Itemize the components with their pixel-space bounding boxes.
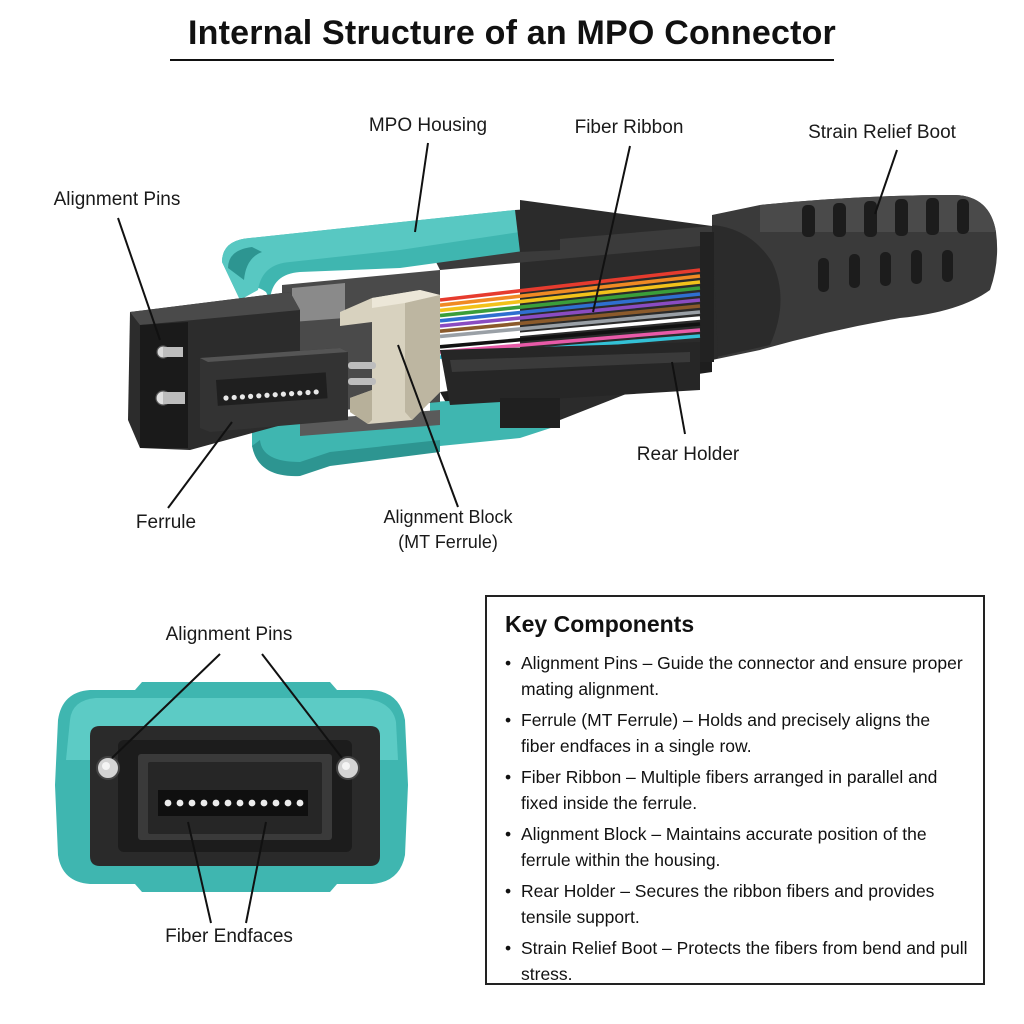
- ferrule-fiber-dot: [289, 391, 295, 397]
- guide-pins-rear: [348, 362, 376, 385]
- ribbon-fiber: [439, 322, 701, 349]
- front-fiber-endfaces: [164, 799, 304, 807]
- front-alignment-pin-right: [336, 756, 360, 780]
- key-components-list: Alignment Pins – Guide the connector and…: [505, 650, 969, 987]
- fiber-endface: [272, 799, 280, 807]
- ribbon-fiber: [439, 310, 701, 339]
- strain-relief-boot: [712, 195, 998, 360]
- cutaway-view: MPO Housing Fiber Ribbon Strain Relief B…: [54, 115, 998, 552]
- key-components-box: Key Components Alignment Pins – Guide th…: [485, 595, 985, 985]
- alignment-pin-top: [156, 345, 183, 359]
- fiber-endface: [224, 799, 232, 807]
- ferrule-fiber-dot: [231, 394, 237, 401]
- ribbon-fiber: [439, 316, 701, 344]
- ferrule-fiber-dot: [248, 393, 254, 399]
- label-alignment-block-sub: (MT Ferrule): [398, 532, 498, 552]
- ribbon-fiber: [439, 268, 701, 302]
- label-rear-holder: Rear Holder: [637, 444, 740, 465]
- ribbon-fiber: [439, 328, 701, 354]
- front-face: [128, 292, 348, 450]
- key-item-ferrule: Ferrule (MT Ferrule) – Holds and precise…: [505, 707, 969, 759]
- label-strain-relief-boot: Strain Relief Boot: [808, 122, 957, 143]
- rear-holder: [440, 342, 700, 428]
- front-leader-lines: [111, 653, 343, 924]
- fiber-endface: [248, 799, 256, 807]
- fiber-endface: [176, 799, 184, 807]
- ferrule-fiber-dot: [223, 395, 229, 401]
- key-item-alignment-pins: Alignment Pins – Guide the connector and…: [505, 650, 969, 702]
- front-label-fiber-endfaces: Fiber Endfaces: [165, 926, 293, 947]
- front-view: Alignment Pins Fiber Endfaces: [55, 624, 408, 947]
- ferrule-fiber-dot: [280, 391, 286, 397]
- key-item-fiber-ribbon: Fiber Ribbon – Multiple fibers arranged …: [505, 764, 969, 816]
- ferrule-fiber-dot: [272, 392, 278, 398]
- fiber-endface: [200, 799, 208, 807]
- cutaway-leader-lines: [117, 142, 898, 509]
- fiber-endface: [212, 799, 220, 807]
- ferrule-fiber-dot: [239, 394, 245, 400]
- key-components-title: Key Components: [505, 611, 695, 637]
- fiber-endface: [284, 799, 292, 807]
- ferrule-fiber-dots: [223, 389, 319, 401]
- label-mpo-housing: MPO Housing: [369, 115, 487, 136]
- fiber-endface: [260, 799, 268, 807]
- key-item-alignment-block: Alignment Block – Maintains accurate pos…: [505, 821, 969, 873]
- ribbon-fiber: [439, 274, 701, 307]
- ribbon-fiber: [439, 280, 701, 313]
- fiber-endface: [188, 799, 196, 807]
- ribbon-fiber: [439, 298, 701, 328]
- ferrule-fiber-dot: [256, 393, 262, 399]
- front-label-alignment-pins: Alignment Pins: [166, 624, 293, 645]
- label-alignment-block: Alignment Block: [383, 507, 513, 527]
- ferrule-fiber-dot: [305, 389, 311, 396]
- ribbon-fiber: [439, 292, 701, 323]
- alignment-pin-bottom: [155, 390, 185, 406]
- ferrule-fiber-dot: [264, 392, 270, 398]
- label-ferrule: Ferrule: [136, 512, 196, 533]
- mpo-housing: [222, 207, 560, 477]
- fiber-endface: [164, 799, 172, 807]
- label-fiber-ribbon: Fiber Ribbon: [575, 117, 684, 138]
- page-title: Internal Structure of an MPO Connector: [188, 14, 836, 52]
- ferrule-fiber-dot: [313, 389, 319, 395]
- fiber-endface: [296, 799, 304, 807]
- title-underline: [170, 59, 834, 61]
- ferrule-fiber-dot: [297, 390, 303, 396]
- front-alignment-pin-left: [96, 756, 120, 780]
- key-item-rear-holder: Rear Holder – Secures the ribbon fibers …: [505, 878, 969, 930]
- ribbon-fiber: [439, 286, 701, 318]
- fiber-endface: [236, 799, 244, 807]
- ribbon-fiber: [439, 304, 701, 333]
- label-alignment-pins: Alignment Pins: [54, 189, 181, 210]
- key-item-strain-relief-boot: Strain Relief Boot – Protects the fibers…: [505, 935, 969, 987]
